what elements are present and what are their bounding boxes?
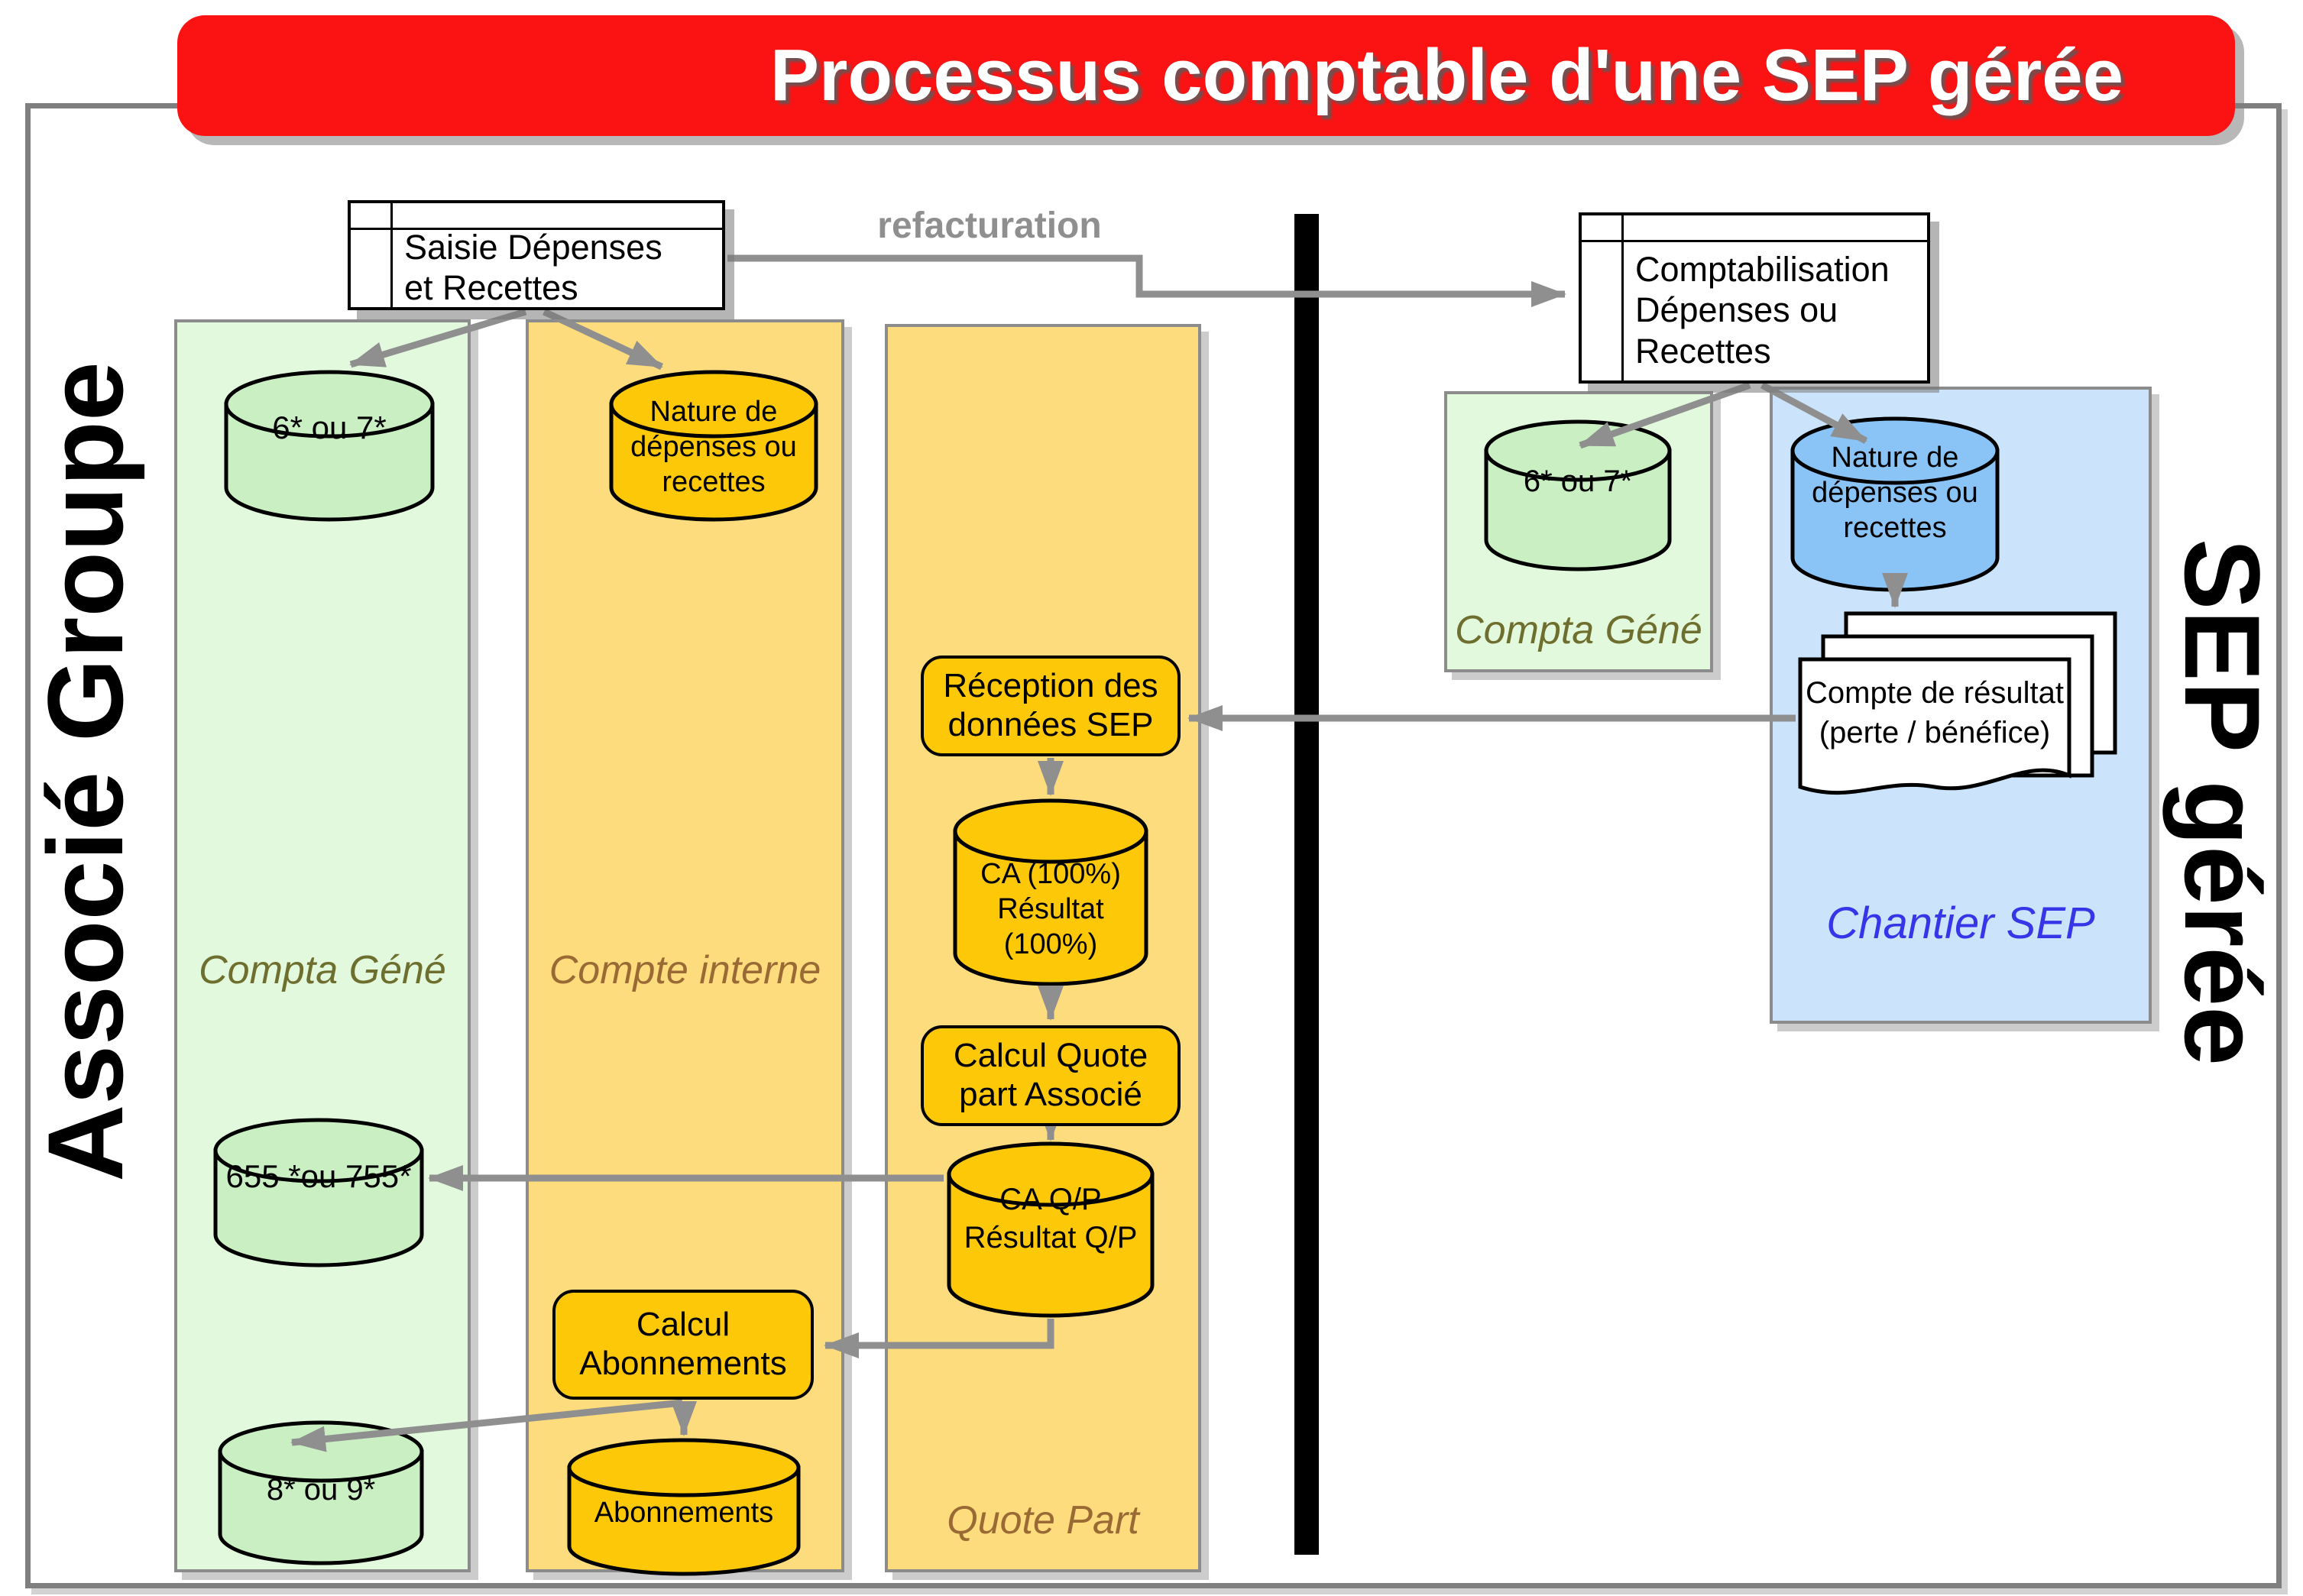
process-comptabilisation-label: Comptabilisation Dépenses ou Recettes xyxy=(1635,250,1890,371)
title-banner: Processus comptable d'une SEP gérée xyxy=(177,15,2235,136)
process-saisie-label: Saisie Dépenses et Recettes xyxy=(404,227,662,307)
refacturation-label: refacturation xyxy=(877,206,1102,246)
cylinder-label-abonnements: Abonnements xyxy=(594,1496,774,1529)
zone-label-chantier-sep: Chantier SEP xyxy=(1826,898,2095,948)
process-comptabilisation: Comptabilisation Dépenses ou Recettes xyxy=(1579,212,1930,384)
zone-label-quote-part: Quote Part xyxy=(947,1498,1139,1543)
action-reception-donnees-sep: Réception des données SEP xyxy=(921,656,1181,756)
zone-label-compta-gene-left: Compta Géné xyxy=(199,948,446,992)
page-title: Processus comptable d'une SEP gérée xyxy=(769,34,2124,116)
cylinder-label-ca100: CA (100%) Résultat (100%) xyxy=(980,858,1121,960)
cylinder-label-67-right: 6* ou 7* xyxy=(1523,464,1633,498)
section-label-sep-geree: SEP gérée xyxy=(2162,538,2282,1067)
table-icon-column-line xyxy=(1621,215,1624,380)
document-label-compte-resultat: Compte de résultat (perte / bénéfice) xyxy=(1806,676,2064,749)
cylinder-label-caqp: CA Q/P Résultat Q/P xyxy=(964,1183,1138,1254)
cylinder-label-nature-left: Nature de dépenses ou recettes xyxy=(630,396,797,498)
section-label-associe-groupe: Associé Groupe xyxy=(25,361,145,1182)
zone-label-compte-interne: Compte interne xyxy=(549,948,821,992)
process-saisie-depenses-recettes: Saisie Dépenses et Recettes xyxy=(348,200,725,310)
lane-compta-gene-left xyxy=(174,319,471,1572)
cylinder-label-nature-sep: Nature de dépenses ou recettes xyxy=(1812,442,1978,544)
table-icon-header-line xyxy=(351,228,722,230)
section-divider xyxy=(1294,214,1319,1555)
cylinder-label-655-755: 655 *ou 755* xyxy=(225,1158,412,1194)
table-icon-header-line xyxy=(1582,240,1927,242)
action-calcul-abonnements: Calcul Abonnements xyxy=(552,1290,814,1400)
zone-label-compta-gene-right: Compta Géné xyxy=(1455,608,1702,652)
cylinder-label-67-left: 6* ou 7* xyxy=(272,410,387,445)
action-calcul-quote-part: Calcul Quote part Associé xyxy=(921,1025,1181,1126)
table-icon-column-line xyxy=(390,203,393,307)
cylinder-label-89: 8* ou 9* xyxy=(266,1472,376,1507)
